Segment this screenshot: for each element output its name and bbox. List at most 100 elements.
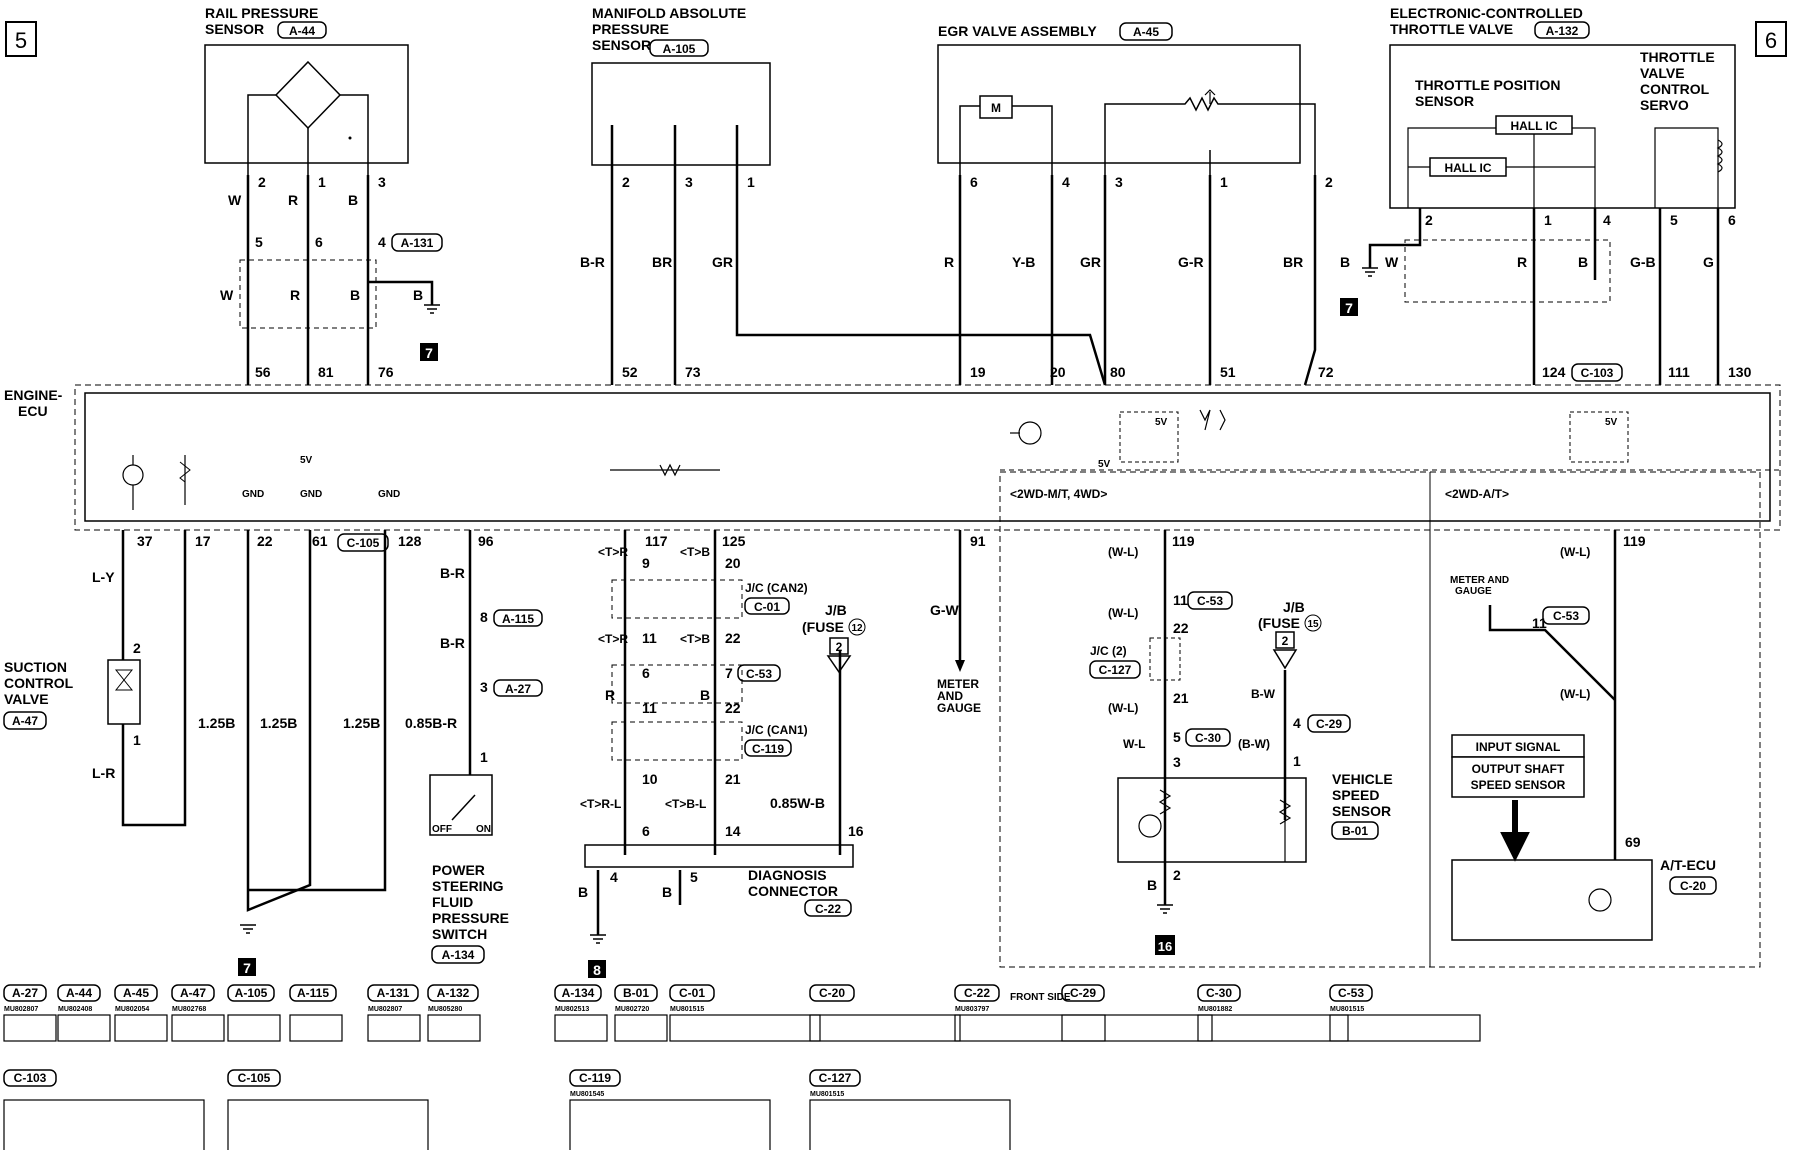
svg-text:C-29: C-29 <box>1316 717 1342 731</box>
svg-text:INPUT SIGNAL: INPUT SIGNAL <box>1476 740 1561 754</box>
legend-part: MU802807 <box>368 1006 402 1013</box>
svg-text:A-132: A-132 <box>1546 24 1579 38</box>
page-marker-left: 5 <box>5 21 37 57</box>
svg-text:5V: 5V <box>1098 459 1111 470</box>
svg-text:SENSOR: SENSOR <box>592 37 651 53</box>
throttle-valve: ELECTRONIC-CONTROLLED THROTTLE VALVE A-1… <box>1389 5 1736 209</box>
svg-text:37: 37 <box>137 533 153 549</box>
diagnosis-connector: 4 5 B B DIAGNOSIS CONNECTOR C-22 8 <box>578 844 854 978</box>
svg-text:1: 1 <box>318 174 326 190</box>
svg-text:21: 21 <box>1173 690 1189 706</box>
svg-text:SENSOR: SENSOR <box>205 21 264 37</box>
legend-item: C-105 <box>227 1069 429 1155</box>
front-side-label: FRONT SIDE <box>1010 992 1071 1003</box>
svg-text:1: 1 <box>747 174 755 190</box>
svg-text:1.25B: 1.25B <box>260 715 297 731</box>
svg-text:B: B <box>578 884 588 900</box>
legend-part: MU802408 <box>58 1006 92 1013</box>
legend-code: A-44 <box>66 986 92 1000</box>
svg-text:A-105: A-105 <box>663 42 696 56</box>
svg-text:61: 61 <box>312 533 328 549</box>
svg-text:L-Y: L-Y <box>92 569 115 585</box>
ground-7a: 7 <box>420 304 440 361</box>
svg-text:W: W <box>1385 254 1399 270</box>
svg-text:ELECTRONIC-CONTROLLED: ELECTRONIC-CONTROLLED <box>1390 5 1583 21</box>
svg-text:Y-B: Y-B <box>1012 254 1035 270</box>
svg-text:17: 17 <box>195 533 211 549</box>
svg-text:130: 130 <box>1728 364 1752 380</box>
svg-text:11: 11 <box>642 700 657 716</box>
svg-text:EGR VALVE ASSEMBLY: EGR VALVE ASSEMBLY <box>938 23 1097 39</box>
svg-text:5V: 5V <box>1605 417 1618 428</box>
svg-text:B-R: B-R <box>440 635 465 651</box>
svg-text:11: 11 <box>642 630 657 646</box>
svg-text:20: 20 <box>725 555 741 571</box>
svg-text:THROTTLE: THROTTLE <box>1640 49 1715 65</box>
svg-text:3: 3 <box>1115 174 1123 190</box>
svg-text:RAIL PRESSURE: RAIL PRESSURE <box>205 5 318 21</box>
legend-part: MU802768 <box>172 1006 206 1013</box>
svg-text:GAUGE: GAUGE <box>937 701 981 715</box>
egr-labels: 6 4 3 1 2 R Y-B GR G-R BR <box>944 174 1333 270</box>
svg-text:W: W <box>228 192 242 208</box>
svg-text:3: 3 <box>480 679 488 695</box>
svg-text:A/T-ECU: A/T-ECU <box>1660 857 1716 873</box>
svg-text:(FUSE: (FUSE <box>1258 615 1300 631</box>
svg-text:<T>B-L: <T>B-L <box>665 797 706 811</box>
connector-legend: A-27MU802807A-44MU802408A-45MU802054A-47… <box>3 984 1481 1155</box>
svg-text:11: 11 <box>1173 592 1188 608</box>
svg-text:2: 2 <box>133 640 141 656</box>
svg-text:(W-L): (W-L) <box>1108 701 1138 715</box>
svg-text:ECU: ECU <box>18 403 48 419</box>
svg-text:J/C (2): J/C (2) <box>1090 644 1127 658</box>
legend-part: MU801515 <box>810 1091 844 1098</box>
svg-text:22: 22 <box>725 700 741 716</box>
svg-text:(W-L): (W-L) <box>1560 545 1590 559</box>
svg-text:8: 8 <box>480 609 488 625</box>
svg-text:C-01: C-01 <box>754 600 780 614</box>
svg-text:G-R: G-R <box>1178 254 1204 270</box>
ground-7c: 7 <box>238 924 256 976</box>
legend-code: C-103 <box>14 1071 47 1085</box>
svg-text:METER AND: METER AND <box>1450 575 1509 586</box>
svg-text:1: 1 <box>1544 212 1552 228</box>
svg-text:M: M <box>991 101 1001 115</box>
meter-gauge-g-w: G-W METER AND GAUGE <box>930 602 981 715</box>
throttle-labels: 2 1 4 5 6 B W R B G-B G <box>1340 212 1736 270</box>
svg-text:R: R <box>290 287 300 303</box>
can-labels: <T>R <T>B 9 20 J/C (CAN2) C-01 <T>R 11 <… <box>580 545 864 839</box>
svg-text:7: 7 <box>1345 300 1353 316</box>
svg-text:BR: BR <box>1283 254 1303 270</box>
svg-text:B-01: B-01 <box>1342 824 1368 838</box>
map-sensor: MANIFOLD ABSOLUTE PRESSURE SENSOR A-105 <box>591 5 771 166</box>
ground-7b: 7 <box>1340 267 1378 316</box>
svg-text:<T>R-L: <T>R-L <box>580 797 621 811</box>
legend-item: A-115 <box>289 984 343 1042</box>
svg-text:<T>B: <T>B <box>680 545 710 559</box>
svg-text:19: 19 <box>970 364 986 380</box>
svg-text:21: 21 <box>725 771 741 787</box>
svg-text:12: 12 <box>851 623 863 634</box>
svg-text:PRESSURE: PRESSURE <box>432 910 509 926</box>
throttle-wires <box>1368 208 1720 385</box>
ecu-top-pins: 56 81 76 52 73 19 20 80 51 72 124 C-103 … <box>255 363 1752 382</box>
svg-text:7: 7 <box>243 960 251 976</box>
svg-text:J/C (CAN1): J/C (CAN1) <box>745 723 808 737</box>
svg-text:51: 51 <box>1220 364 1236 380</box>
legend-code: C-127 <box>819 1071 852 1085</box>
legend-item: C-103 <box>3 1069 205 1155</box>
svg-text:THROTTLE VALVE: THROTTLE VALVE <box>1390 21 1513 37</box>
svg-text:4: 4 <box>1062 174 1070 190</box>
svg-text:PRESSURE: PRESSURE <box>592 21 669 37</box>
svg-text:10: 10 <box>642 771 658 787</box>
legend-code: A-115 <box>297 986 329 1000</box>
svg-text:80: 80 <box>1110 364 1126 380</box>
svg-text:A-44: A-44 <box>289 24 315 38</box>
ecu-bottom-pins: 37 17 22 61 C-105 128 96 117 125 91 119 … <box>137 533 1646 552</box>
svg-text:C-105: C-105 <box>347 536 380 550</box>
rail-sensor-labels: 2 1 3 W R B 5 6 4 A-131 W R B B <box>220 174 443 303</box>
suction-control-valve: SUCTION CONTROL VALVE A-47 2 1 L-Y L-R 1… <box>3 569 457 781</box>
svg-text:69: 69 <box>1625 834 1641 850</box>
legend-part: MU802513 <box>555 1006 589 1013</box>
